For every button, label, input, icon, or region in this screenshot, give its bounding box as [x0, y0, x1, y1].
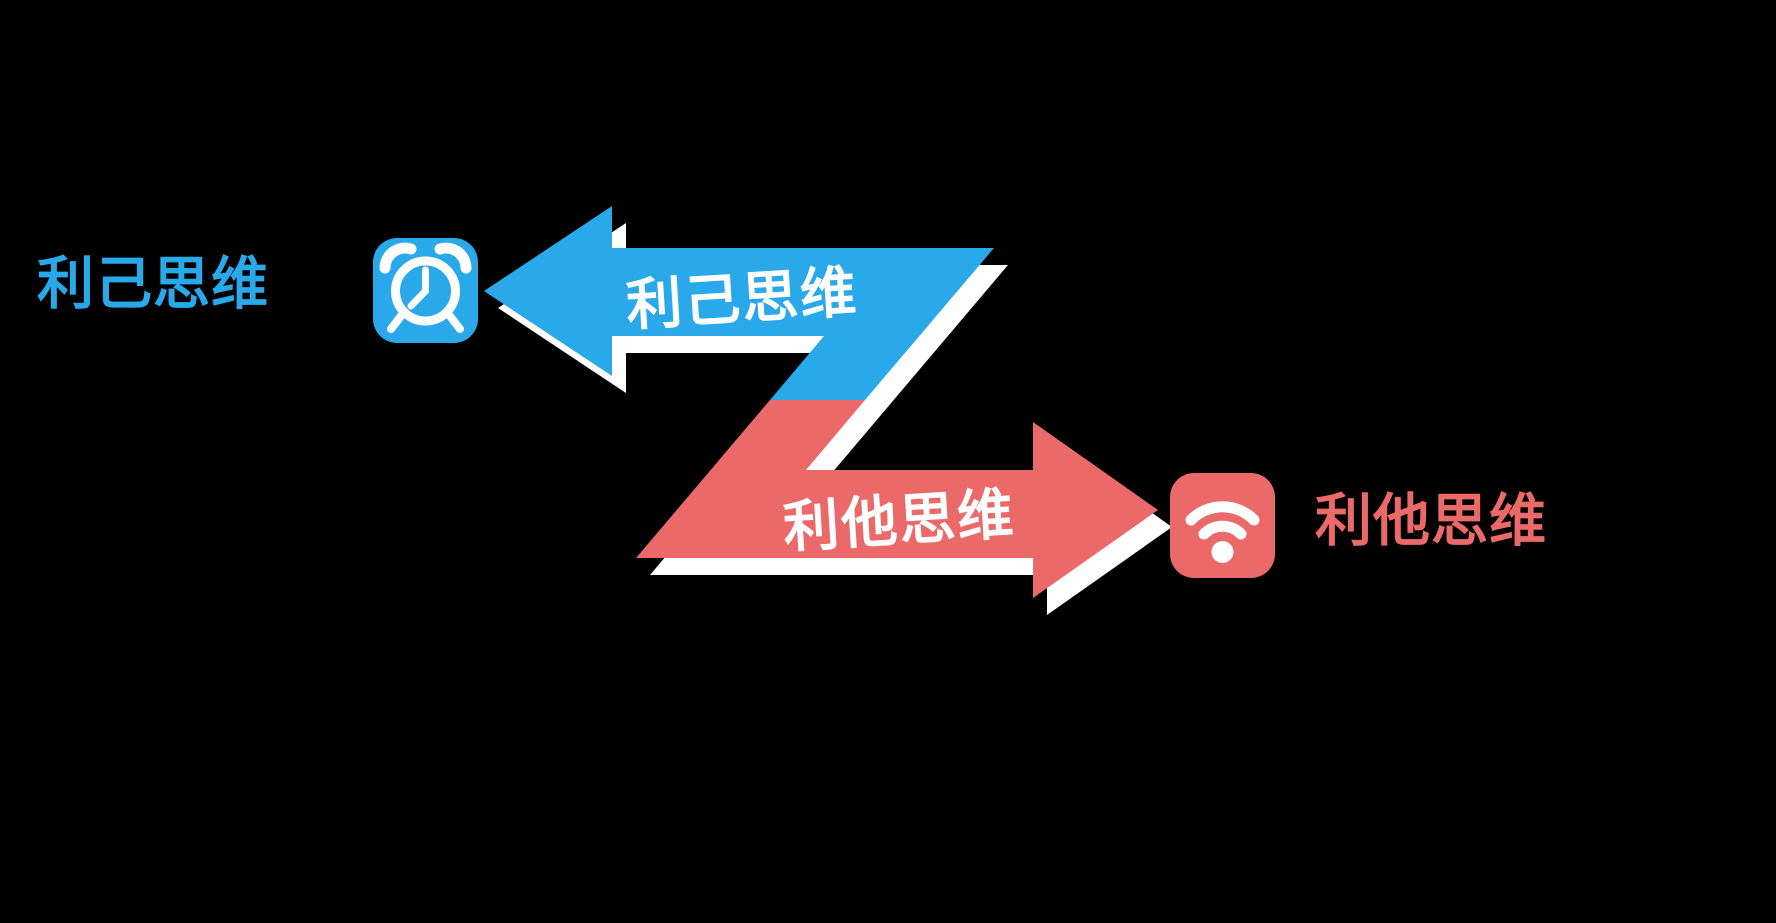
top-arrow-shape — [484, 206, 994, 400]
wifi-icon — [1170, 473, 1275, 578]
right-label: 利他思维 — [1315, 488, 1547, 554]
bottom-arrow-shape — [636, 400, 1158, 598]
top-arrow-label: 利己思维 — [624, 260, 860, 339]
bottom-arrow-label: 利他思维 — [781, 482, 1017, 561]
alarm-clock-icon — [373, 238, 478, 343]
left-label: 利己思维 — [37, 251, 269, 317]
